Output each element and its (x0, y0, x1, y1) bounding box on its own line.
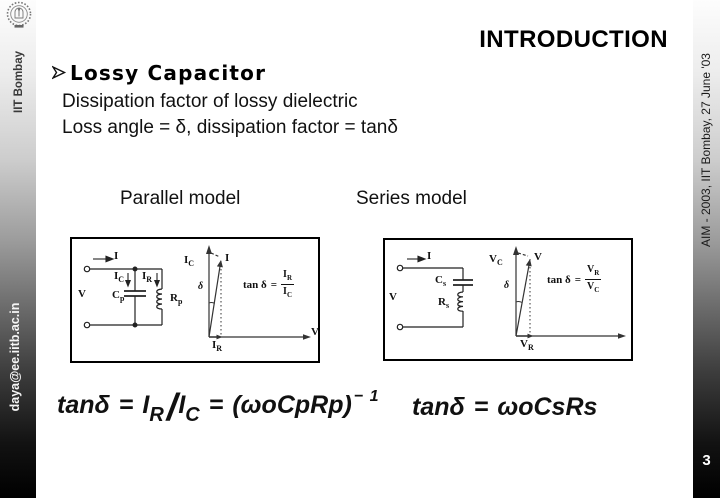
bottom-terminal (83, 321, 91, 329)
series-circuit-diagram (396, 246, 626, 339)
series-circuit-wires (396, 264, 473, 331)
phasor-v-label: V (534, 251, 542, 263)
parallel-model-figure: I V IC IR Cp Rp IC I δ V IR tan δ = IR I… (70, 237, 320, 363)
left-sidebar: IIT Bombay daya@ee.iitb.ac.in (0, 0, 36, 498)
right-sidebar (693, 0, 720, 498)
heading-row: Lossy Capacitor (52, 61, 266, 85)
phasor-arrowheads (206, 245, 311, 340)
series-model-figure: I V Cs Rs VC V δ VR tan δ = VR VC (383, 238, 633, 361)
body-line-2: Loss angle = δ, dissipation factor = tan… (62, 117, 398, 138)
phasor-i-label: I (225, 252, 230, 264)
capacitor-label: Cs (435, 274, 447, 289)
voltage-label: V (389, 291, 397, 303)
logo-base (14, 25, 24, 28)
top-terminal (83, 265, 91, 273)
phasor-delta-label: δ (504, 280, 510, 291)
series-phasor-diagram (513, 246, 626, 339)
res-current-label: IR (142, 270, 153, 285)
current-label: I (427, 250, 432, 262)
institute-name: IIT Bombay (13, 51, 25, 113)
bottom-terminal (396, 323, 404, 331)
phasor-vr-label: VR (520, 338, 534, 353)
resistor-label: Rs (438, 296, 450, 311)
page-number: 3 (702, 452, 711, 469)
conference-name: AIM - 2003, IIT Bombay, 27 June '03 (699, 53, 713, 247)
top-terminal (396, 264, 404, 272)
resistor-coil (156, 288, 163, 310)
phasor-vc-label: VC (489, 253, 503, 268)
current-label: I (114, 250, 119, 262)
fraction: VR VC (585, 264, 602, 294)
parallel-circuit-diagram (83, 245, 311, 340)
parallel-tan-delta-formula: tanδ = I R / I C = (ωoCpRp) − 1 (57, 387, 380, 429)
iit-bombay-logo-icon (6, 1, 32, 28)
logo-flame (17, 8, 21, 11)
series-box-equation: tan δ = VR VC (547, 264, 602, 294)
parallel-circuit-arrows (93, 255, 161, 288)
body-line-1: Dissipation factor of lossy dielectric (62, 91, 358, 112)
series-tan-delta-formula: tanδ = ωoCsRs (412, 393, 598, 421)
resistor-label: Rp (170, 292, 183, 307)
parallel-phasor-diagram (206, 245, 311, 340)
phasor-ir-label: IR (212, 339, 223, 354)
parallel-box-equation: tan δ = IR IC (243, 269, 294, 299)
resistor-coil (457, 291, 464, 312)
phasor-v-label: V (311, 326, 319, 338)
fraction: IR IC (281, 269, 294, 299)
bullet-arrow-icon (52, 65, 67, 80)
series-model-label: Series model (356, 188, 467, 209)
logo-inner-ring (10, 5, 28, 23)
phasor-delta-label: δ (198, 281, 204, 292)
junction-dot (132, 322, 138, 328)
cap-current-label: IC (114, 270, 125, 285)
heading-text: Lossy Capacitor (70, 61, 267, 85)
capacitor-label: Cp (112, 289, 125, 304)
author-email: daya@ee.iitb.ac.in (8, 302, 22, 412)
logo-arch (14, 7, 24, 19)
parallel-circuit-wires (83, 265, 163, 329)
voltage-label: V (78, 288, 86, 300)
phasor-arrowheads (513, 246, 626, 339)
parallel-model-label: Parallel model (120, 188, 241, 209)
phasor-ic-label: IC (184, 254, 195, 269)
junction-dot (132, 266, 138, 272)
slide-title: INTRODUCTION (479, 26, 668, 53)
series-circuit-arrows (407, 255, 427, 263)
